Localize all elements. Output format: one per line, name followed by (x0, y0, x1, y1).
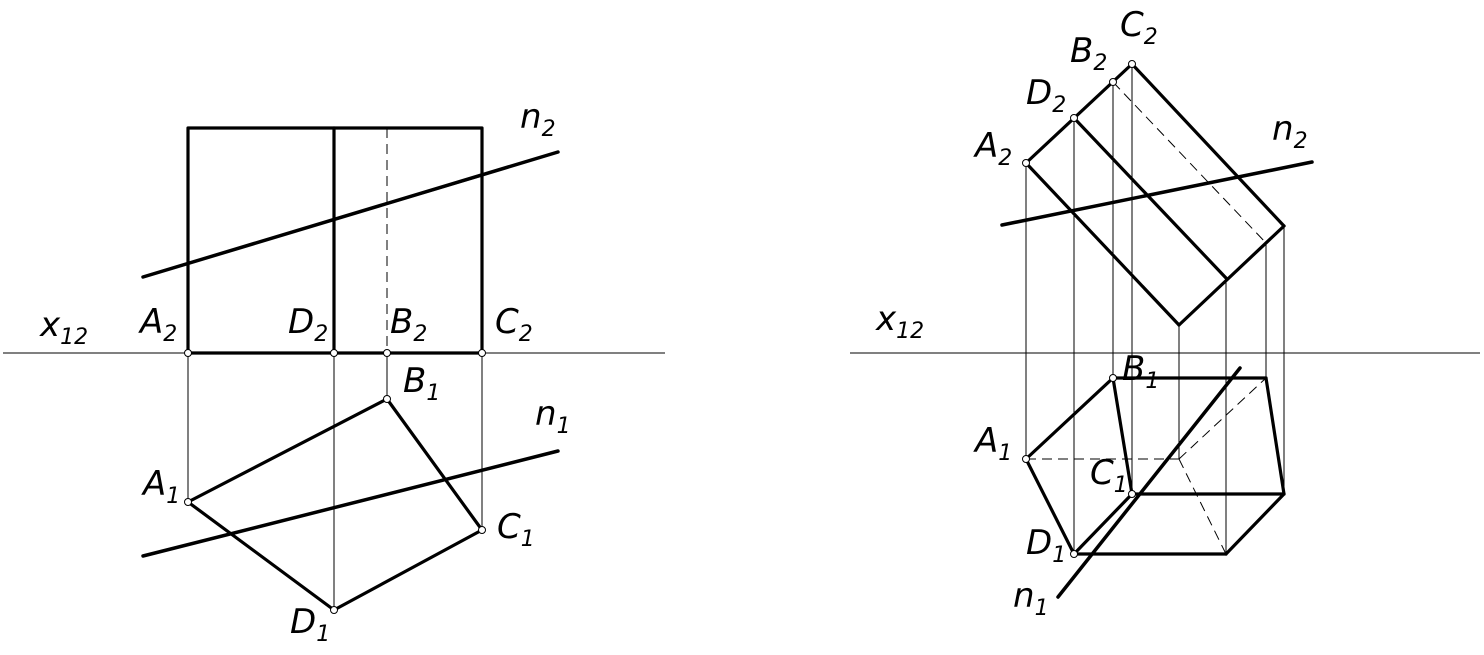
left-point-C2 (478, 349, 486, 357)
right-label-n2: n2 (1272, 109, 1308, 154)
left-trace-n2-thick (141, 150, 560, 279)
left-label-n1: n1 (535, 394, 571, 439)
left-point-B1 (383, 395, 391, 403)
left-label-A2: A2 (138, 302, 177, 347)
left-label-n2: n2 (520, 97, 556, 142)
left-diagram: x12 A2 D2 B2 C2 n2 B1 n1 A1 C1 D1 (3, 97, 665, 647)
right-label-C2: C2 (1120, 5, 1158, 50)
left-point-C1 (478, 526, 486, 534)
left-point-A1 (184, 498, 192, 506)
left-point-B2 (383, 349, 391, 357)
right-front-bottom-edge (1177, 224, 1286, 327)
right-point-C2 (1128, 60, 1136, 68)
right-label-A1: A1 (973, 421, 1012, 466)
right-point-D1 (1070, 550, 1078, 558)
right-label-x12: x12 (875, 299, 924, 344)
right-trace-n1-thick (1056, 366, 1242, 599)
right-point-B1 (1109, 374, 1117, 382)
right-front-edge-A (1024, 161, 1181, 327)
right-top-edge-right (1264, 376, 1286, 496)
right-label-D2: D2 (1026, 73, 1066, 118)
right-top-hidden-edge-AB (1178, 377, 1267, 460)
left-label-D2: D2 (288, 302, 328, 347)
left-prism-top-base (186, 397, 484, 612)
right-label-B1: B1 (1122, 349, 1159, 394)
left-label-C1: C1 (497, 507, 535, 552)
right-point-C1 (1128, 490, 1136, 498)
left-label-A1: A1 (141, 464, 180, 509)
left-trace-n2-thin (187, 175, 483, 265)
right-trace-n2-thin (1073, 175, 1241, 211)
right-diagram: C2 B2 D2 A2 n2 x12 B1 A1 C1 D1 n1 (850, 5, 1480, 621)
right-point-B2 (1109, 78, 1117, 86)
left-point-A2 (184, 349, 192, 357)
right-top-edge-lower-right (1224, 492, 1286, 556)
left-label-C2: C2 (495, 302, 533, 347)
right-point-A2 (1022, 159, 1030, 167)
right-point-D2 (1070, 114, 1078, 122)
right-front-hidden-edge-B (1112, 81, 1267, 244)
right-label-B2: B2 (1070, 31, 1107, 76)
left-label-B1: B1 (403, 361, 440, 406)
right-label-n1: n1 (1013, 576, 1049, 621)
right-front-edge-D (1072, 116, 1228, 280)
right-label-C1: C1 (1090, 453, 1128, 498)
right-label-D1: D1 (1026, 523, 1066, 568)
right-point-A1 (1022, 455, 1030, 463)
left-label-x12: x12 (39, 305, 88, 350)
right-label-A2: A2 (973, 126, 1012, 171)
left-trace-n1-thin (229, 478, 449, 535)
left-label-D1: D1 (290, 602, 330, 647)
left-point-D1 (330, 606, 338, 614)
right-top-hidden-edge-AD (1178, 458, 1227, 555)
right-front-edge-C (1130, 62, 1286, 228)
left-label-B2: B2 (390, 302, 427, 347)
left-point-D2 (330, 349, 338, 357)
